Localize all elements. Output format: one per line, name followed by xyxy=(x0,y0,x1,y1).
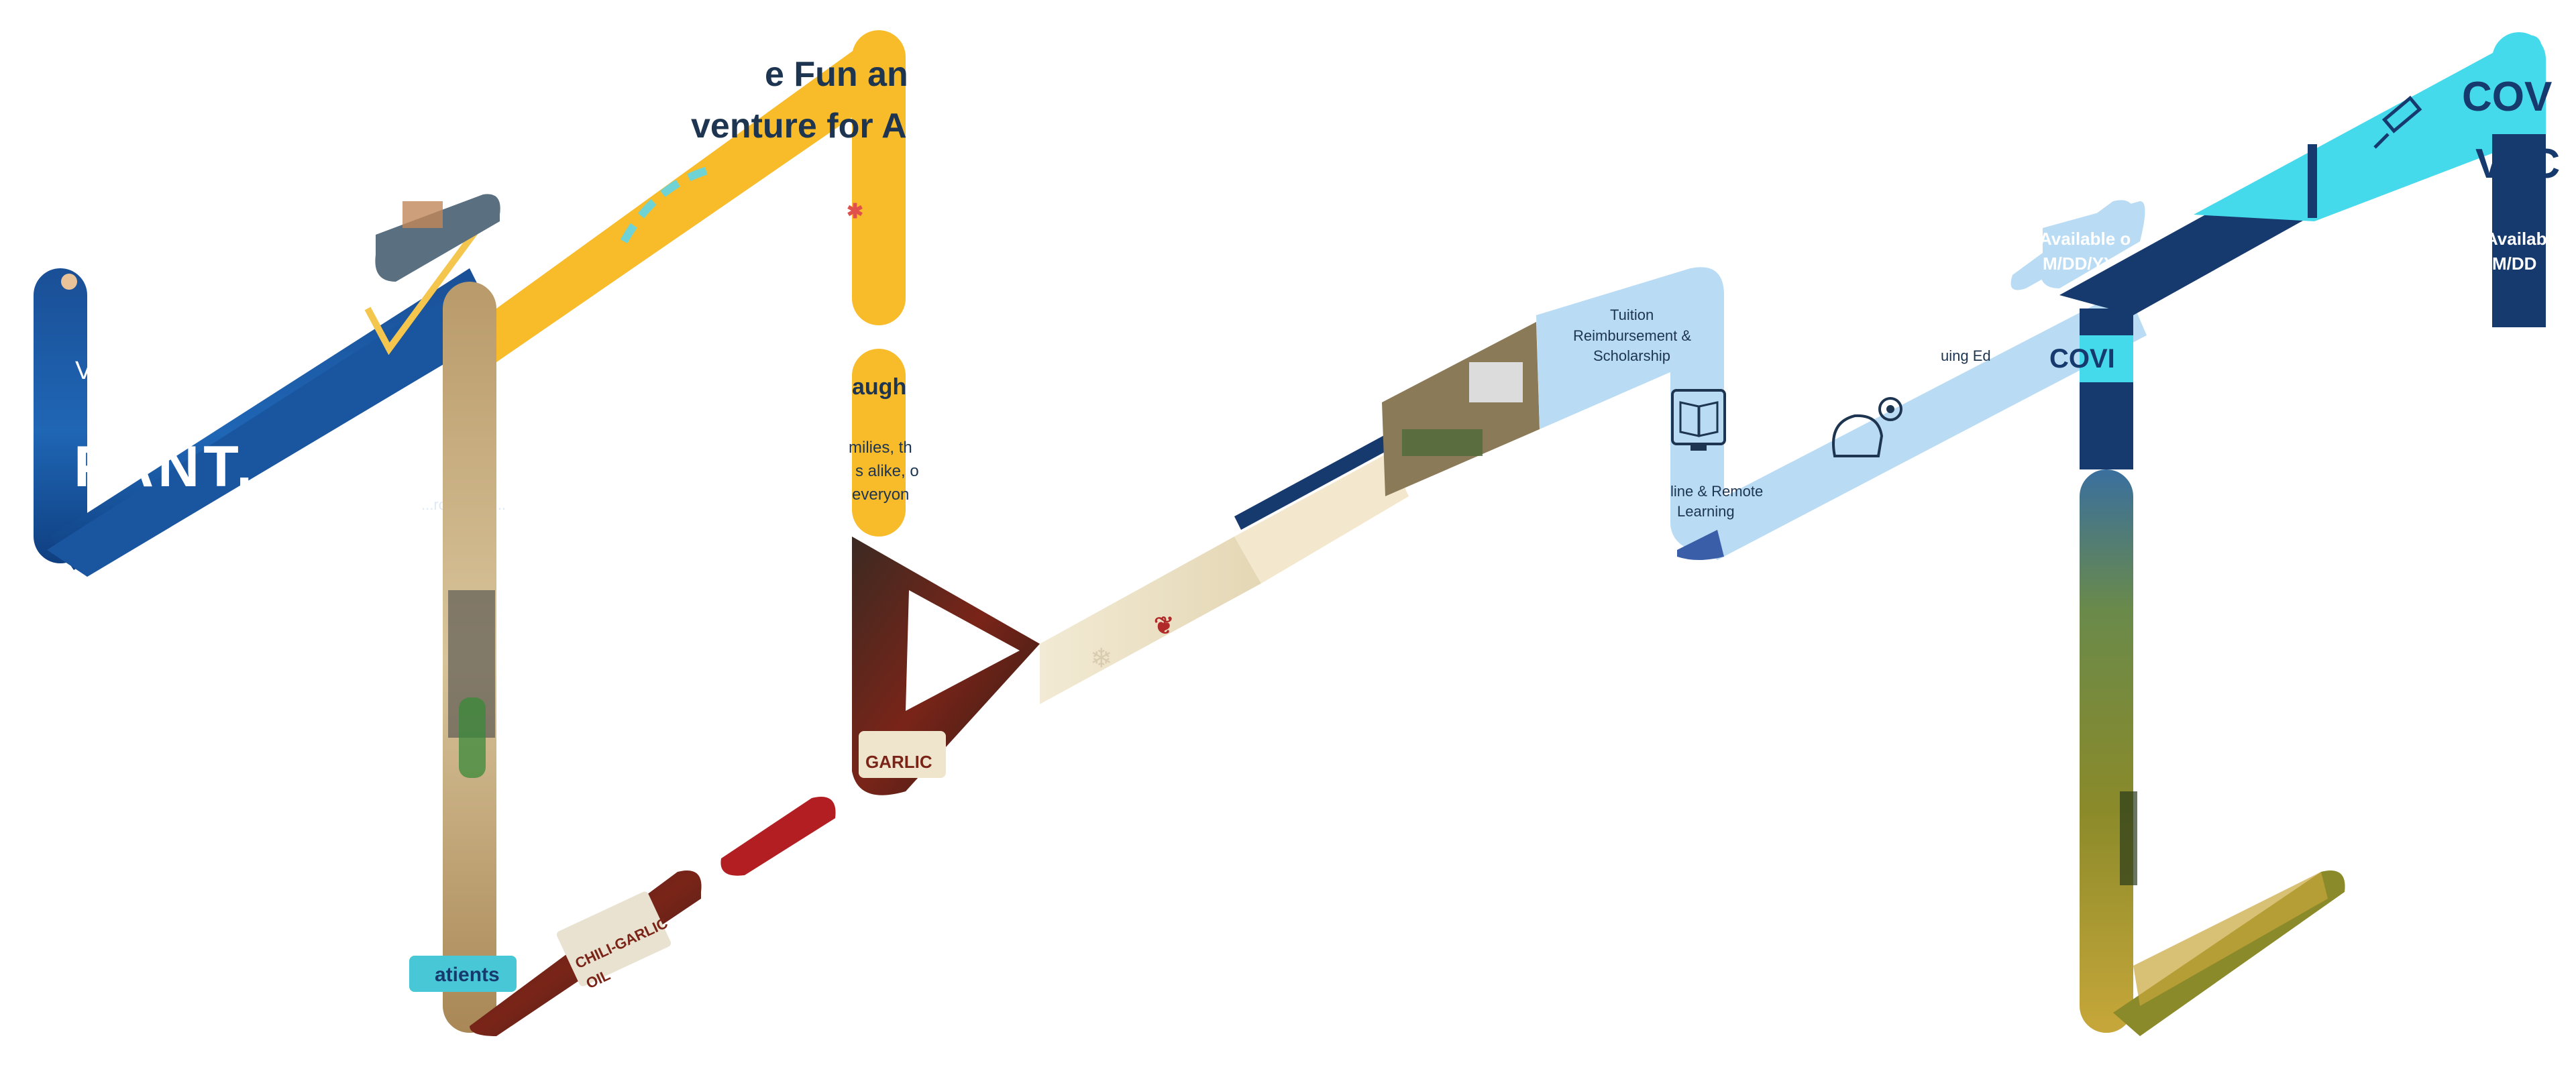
pool-photo xyxy=(375,194,500,282)
available-text-1: Available o xyxy=(2039,229,2131,249)
covid-lower-navy xyxy=(2080,308,2133,469)
benefits-blue-corner xyxy=(1677,530,1724,560)
snowflake-icon: ❄ xyxy=(1090,644,1113,673)
field-panel xyxy=(2080,469,2345,1036)
online-line-2: Learning xyxy=(1677,503,1735,520)
covid-bar xyxy=(2308,144,2317,218)
park-photo xyxy=(1382,322,1540,496)
field-person xyxy=(2120,791,2137,885)
dashed-path-icon xyxy=(620,164,719,243)
green-object xyxy=(459,697,486,778)
online-line-1: line & Remote xyxy=(1670,483,1763,500)
garlic-jar-label xyxy=(859,731,946,778)
available-text-2: Availab xyxy=(2485,229,2547,249)
park-photo-van xyxy=(1469,362,1523,402)
swimmer-shape xyxy=(61,274,77,290)
head-gear-icon xyxy=(1832,397,1902,457)
tropiko-panel: V... ts here★ PANT... KO ...ropiko.co... xyxy=(34,194,506,577)
tropiko-stub xyxy=(34,268,87,563)
benefits-diagonal xyxy=(1674,288,2147,560)
garlic-photo-pill xyxy=(720,797,836,876)
garlic-label: GARLIC xyxy=(865,752,932,772)
tropiko-tagline: V... ts here★ xyxy=(75,357,219,385)
fun-column-mid xyxy=(852,349,906,537)
cream-panel: ❄ ❦ xyxy=(1040,322,1540,704)
benefits-column xyxy=(1670,268,1724,550)
chili-garlic-jar-label xyxy=(556,891,672,987)
tuition-line-2: Reimbursement & xyxy=(1573,327,1691,344)
covid-title-1: COV xyxy=(2462,74,2552,120)
covid-title-2: VAC xyxy=(2475,141,2560,187)
garlic-panel: CHILI-GARLIC OIL GARLIC xyxy=(470,537,1040,1036)
date-text-2: M/DD xyxy=(2492,254,2536,274)
star-icon: ✱ xyxy=(847,201,863,223)
ornament-icon: ❦ xyxy=(1154,612,1174,639)
pool-photo-detail xyxy=(402,201,443,228)
navy-stripe xyxy=(1234,429,1402,530)
covid-banner-text: COVI xyxy=(2049,344,2115,374)
cream-extend xyxy=(1234,453,1409,583)
fun-body-1: milies, th xyxy=(849,439,912,457)
patients-badge xyxy=(409,956,517,992)
park-photo-grass xyxy=(1402,429,1483,456)
fun-diagonal xyxy=(496,37,906,362)
fun-column-top xyxy=(852,30,906,325)
fun-body-3: everyon xyxy=(852,486,909,504)
patients-badge-text: atients xyxy=(435,964,500,986)
covid-cyan-diagonal xyxy=(2194,35,2542,222)
fun-body-2: s alike, o xyxy=(855,462,919,480)
continuing-ed: uing Ed xyxy=(1941,347,1991,364)
tuition-line-3: Scholarship xyxy=(1593,347,1670,364)
tropiko-brand: PANT... KO xyxy=(74,435,411,499)
photo-column-left: atients xyxy=(409,282,517,1033)
fun-panel: e Fun an venture for A ✱ augh milies, th… xyxy=(496,30,919,537)
covid-panel: Available o M/DD/YYYY COV VAC Availab M/… xyxy=(2039,32,2560,469)
field-grass xyxy=(2133,872,2328,1006)
fun-headline-1: e Fun an xyxy=(765,55,908,94)
field-column xyxy=(2080,469,2133,1033)
cream-diagonal xyxy=(1040,537,1261,704)
covid-column-navy xyxy=(2492,134,2546,327)
fun-subhead: augh xyxy=(852,374,906,400)
fun-headline-2: venture for A xyxy=(691,107,907,146)
book-monitor-icon xyxy=(1671,389,1726,451)
tuition-line-1: Tuition xyxy=(1610,306,1654,323)
covid-available-pill xyxy=(2039,201,2145,288)
tropiko-shade xyxy=(47,288,470,577)
covid-banner xyxy=(2080,335,2133,382)
syringe-icon xyxy=(2373,95,2422,149)
checkmark-icon xyxy=(364,219,486,355)
play-icon xyxy=(906,590,1020,711)
